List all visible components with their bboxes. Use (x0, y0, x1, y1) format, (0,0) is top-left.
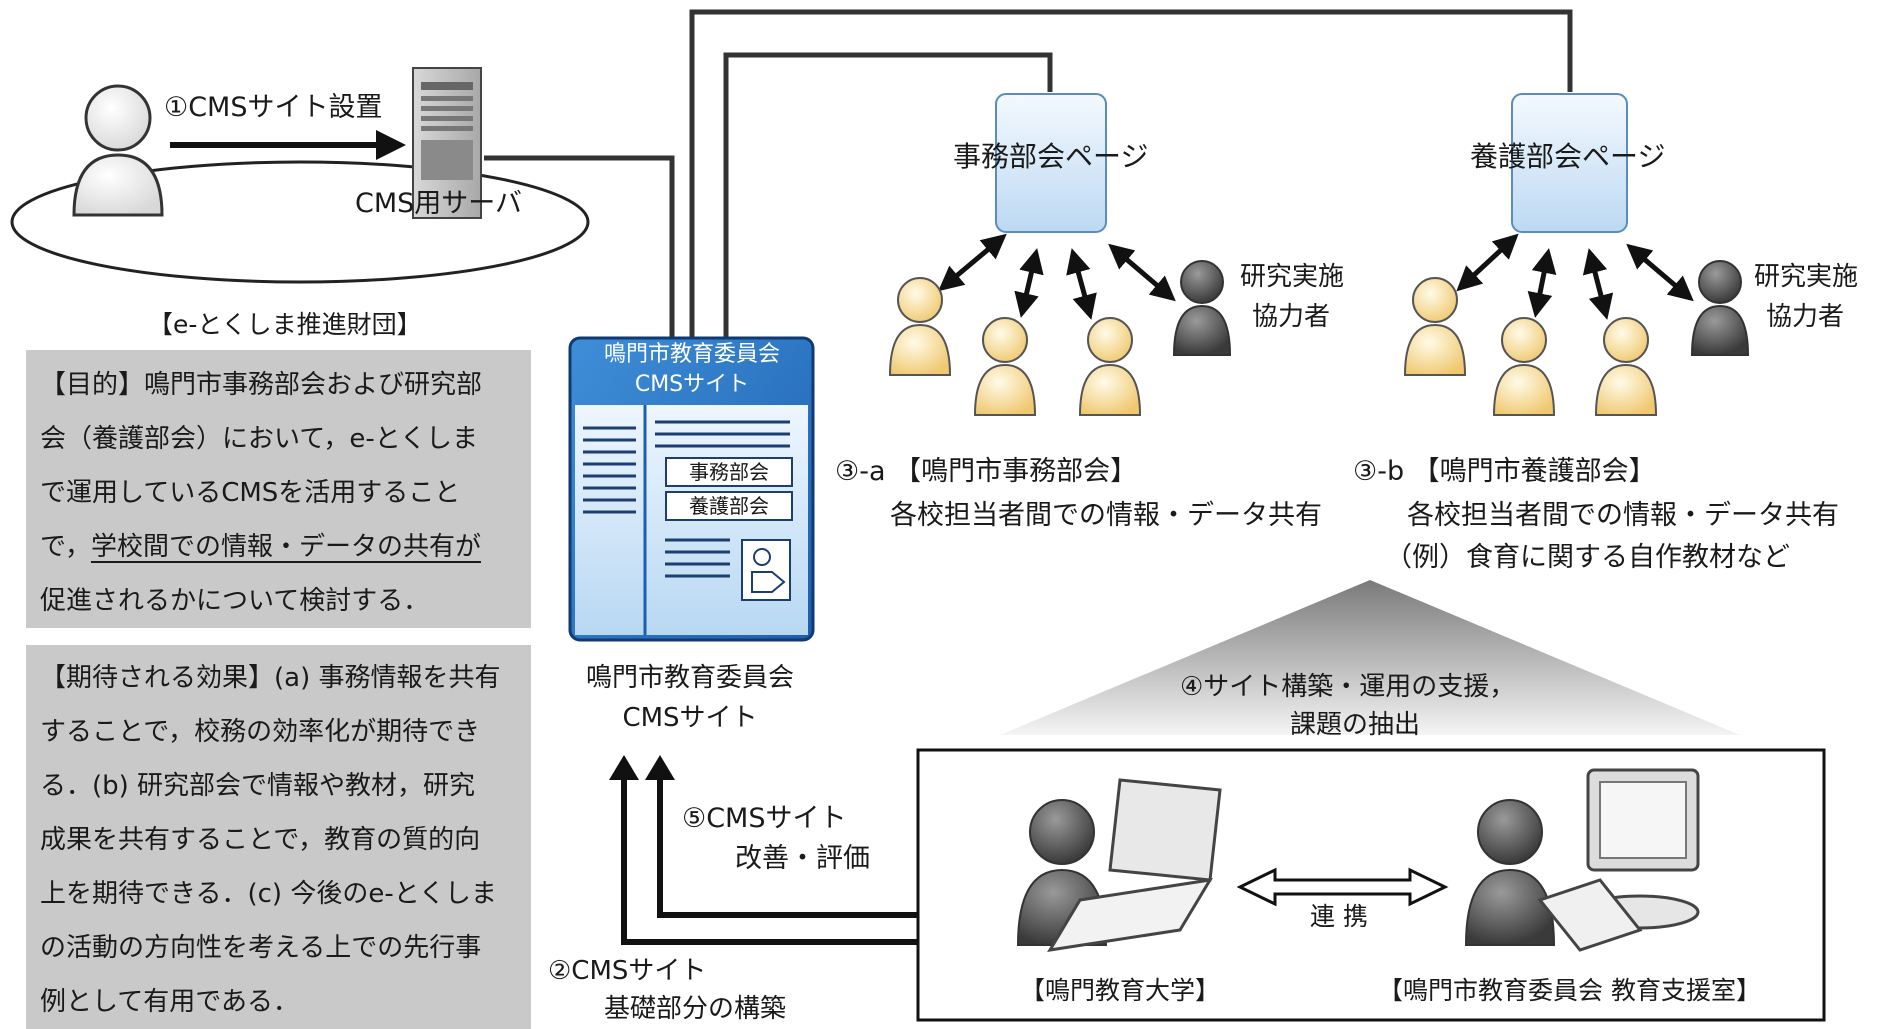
jimu-collaborator-label-2: 協力者 (1252, 302, 1331, 332)
server-cms-connector (484, 155, 675, 338)
step5-label-1: ⑤CMSサイト (682, 803, 847, 834)
server-icon (412, 67, 482, 219)
improve-arrowhead (645, 755, 675, 780)
server-label: CMS用サーバ (355, 188, 523, 219)
yogo-page-icon (1511, 93, 1628, 233)
purpose-box: 【目的】鳴門市事務部会および研究部 会（養護部会）において，e-とくしま で運用… (26, 350, 531, 628)
desktop-computer-icon (1537, 768, 1700, 952)
effects-box: 【期待される効果】(a) 事務情報を共有 することで，校務の効率化が期待でき る… (26, 645, 531, 1029)
jimu-collaborator-label-1: 研究実施 (1240, 262, 1345, 292)
cms-header-line2: CMSサイト (634, 372, 750, 397)
cms-site-window (568, 336, 815, 642)
yogo-share-arrows (1456, 233, 1694, 320)
purpose-highlight: 学校間での情報・データの共有が (90, 532, 481, 562)
build-arrow (621, 772, 918, 945)
group-b-title: ③-b 【鳴門市養護部会】 (1353, 456, 1656, 487)
group-b-desc: 各校担当者間での情報・データ共有 (1407, 500, 1839, 531)
cms-button-jimu-label: 事務部会 (689, 460, 769, 484)
step2-label-2: 基礎部分の構築 (604, 994, 787, 1024)
purpose-line: 【目的】鳴門市事務部会および研究部 (40, 370, 483, 400)
support-triangle (1000, 580, 1740, 735)
improve-arrow (657, 772, 918, 918)
yogo-page-label: 養護部会ページ (1470, 140, 1666, 173)
university-label: 【鳴門教育大学】 (1020, 976, 1221, 1005)
purpose-line: 会（養護部会）において，e-とくしま (40, 424, 478, 454)
collaboration-label: 連 携 (1310, 902, 1368, 931)
cms-yogo-connector (689, 9, 1573, 338)
office-label: 【鳴門市教育委員会 教育支援室】 (1378, 976, 1761, 1005)
effects-line: の活動の方向性を考える上での先行事 (40, 933, 482, 963)
cms-button-jimu (665, 457, 793, 487)
yogo-collaborator-label-1: 研究実施 (1754, 262, 1859, 292)
yogo-collaborator-label-2: 協力者 (1766, 302, 1845, 332)
group-a-title: ③-a 【鳴門市事務部会】 (835, 456, 1138, 487)
step2-label-1: ②CMSサイト (548, 956, 707, 986)
effects-line: 【期待される効果】(a) 事務情報を共有 (40, 663, 501, 693)
effects-line: る．(b) 研究部会で情報や教材，研究 (40, 771, 476, 801)
collaboration-arrow (1236, 867, 1449, 907)
step1-label: ①CMSサイト設置 (164, 92, 383, 123)
group-a-desc: 各校担当者間での情報・データ共有 (890, 500, 1322, 531)
laptop-icon (1047, 778, 1222, 952)
cms-button-yogo-label: 養護部会 (689, 494, 769, 518)
group-b-example: （例）食育に関する自作教材など (1385, 542, 1790, 573)
step5-label-2: 改善・評価 (735, 843, 870, 874)
cms-caption-line2: CMSサイト (622, 703, 758, 733)
yogo-collaborator-icon (1690, 260, 1750, 356)
jimu-share-arrows (938, 233, 1176, 320)
yogo-member-icon (1403, 277, 1467, 376)
purpose-line: で運用しているCMSを活用すること (40, 478, 461, 508)
jimu-member-icon (973, 317, 1037, 416)
support-label-1: ④サイト構築・運用の支援， (1180, 672, 1516, 702)
effects-line: 例として有用である． (40, 987, 299, 1017)
cms-button-yogo (665, 491, 793, 521)
jimu-collaborator-icon (1172, 260, 1232, 356)
jimu-page-icon (995, 93, 1107, 233)
effects-line: 成果を共有することで，教育の質的向 (40, 825, 481, 855)
cms-header-line1: 鳴門市教育委員会 (603, 342, 780, 367)
cms-jimu-connector (723, 52, 1053, 338)
jimu-member-icon (1078, 317, 1142, 416)
purpose-line: 促進されるかについて検討する． (40, 586, 430, 616)
jimu-member-icon (888, 277, 952, 376)
effects-line: することで，校務の効率化が期待でき (40, 717, 481, 747)
yogo-member-icon (1492, 317, 1556, 416)
document-person-icon (741, 539, 791, 601)
jimu-page-label: 事務部会ページ (953, 140, 1149, 173)
cms-caption-line1: 鳴門市教育委員会 (585, 663, 794, 693)
support-label-2: 課題の抽出 (1290, 710, 1421, 740)
foundation-label: 【e-とくしま推進財団】 (148, 310, 422, 339)
effects-line: 上を期待できる．(c) 今後のe-とくしま (40, 879, 497, 909)
yogo-member-icon (1594, 317, 1658, 416)
build-arrowhead (609, 755, 639, 780)
foundation-person-icon (72, 84, 164, 217)
purpose-line: で， (40, 532, 91, 562)
